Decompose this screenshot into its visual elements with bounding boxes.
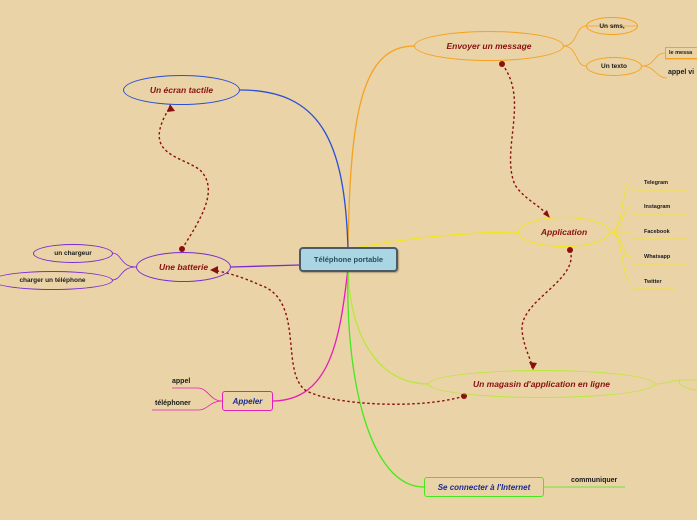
branch-magasin: [347, 267, 429, 385]
relation-batterie-ecran: [158, 106, 210, 250]
topic-internet[interactable]: Se connecter à l'Internet: [424, 477, 544, 497]
branch-appeler: [272, 267, 349, 402]
relation-message-application: [501, 63, 549, 217]
central-topic[interactable]: Téléphone portable: [299, 247, 398, 272]
subtopic-charger-telephone[interactable]: charger un téléphone: [0, 271, 113, 290]
topic-batterie[interactable]: Une batterie: [136, 252, 231, 282]
topic-appeler[interactable]: Appeler: [222, 391, 273, 411]
subtopic-appel-video[interactable]: appel vi: [668, 69, 695, 76]
branch-internet: [347, 267, 425, 488]
branch-application: [347, 231, 519, 251]
app-telegram[interactable]: Telegram: [644, 180, 669, 186]
relation-links: [158, 63, 572, 405]
topic-application[interactable]: Application: [518, 217, 610, 247]
topic-magasin-application[interactable]: Un magasin d'application en ligne: [428, 370, 655, 398]
app-twitter[interactable]: Twitter: [644, 279, 662, 285]
app-whatsapp[interactable]: Whatsapp: [644, 254, 671, 260]
branch-message: [347, 45, 415, 251]
topic-envoyer-message[interactable]: Envoyer un message: [414, 31, 564, 61]
relation-magasin-batterie: [211, 269, 465, 405]
subtopic-texto[interactable]: Un texto: [586, 57, 642, 76]
subtopic-telephoner[interactable]: téléphoner: [155, 400, 191, 407]
branch-ecran: [239, 89, 349, 251]
app-facebook[interactable]: Facebook: [644, 229, 670, 235]
subtopic-chargeur[interactable]: un chargeur: [33, 244, 113, 263]
app-instagram[interactable]: Instagram: [644, 204, 671, 210]
subtopic-appel[interactable]: appel: [172, 378, 191, 385]
subtopic-sms[interactable]: Un sms,: [586, 17, 638, 35]
subtopic-communiquer[interactable]: communiquer: [571, 477, 618, 484]
branch-batterie: [230, 264, 301, 268]
subtopic-le-message[interactable]: le messa: [665, 47, 697, 59]
topic-ecran-tactile[interactable]: Un écran tactile: [123, 75, 240, 105]
relation-application-magasin: [521, 249, 572, 369]
